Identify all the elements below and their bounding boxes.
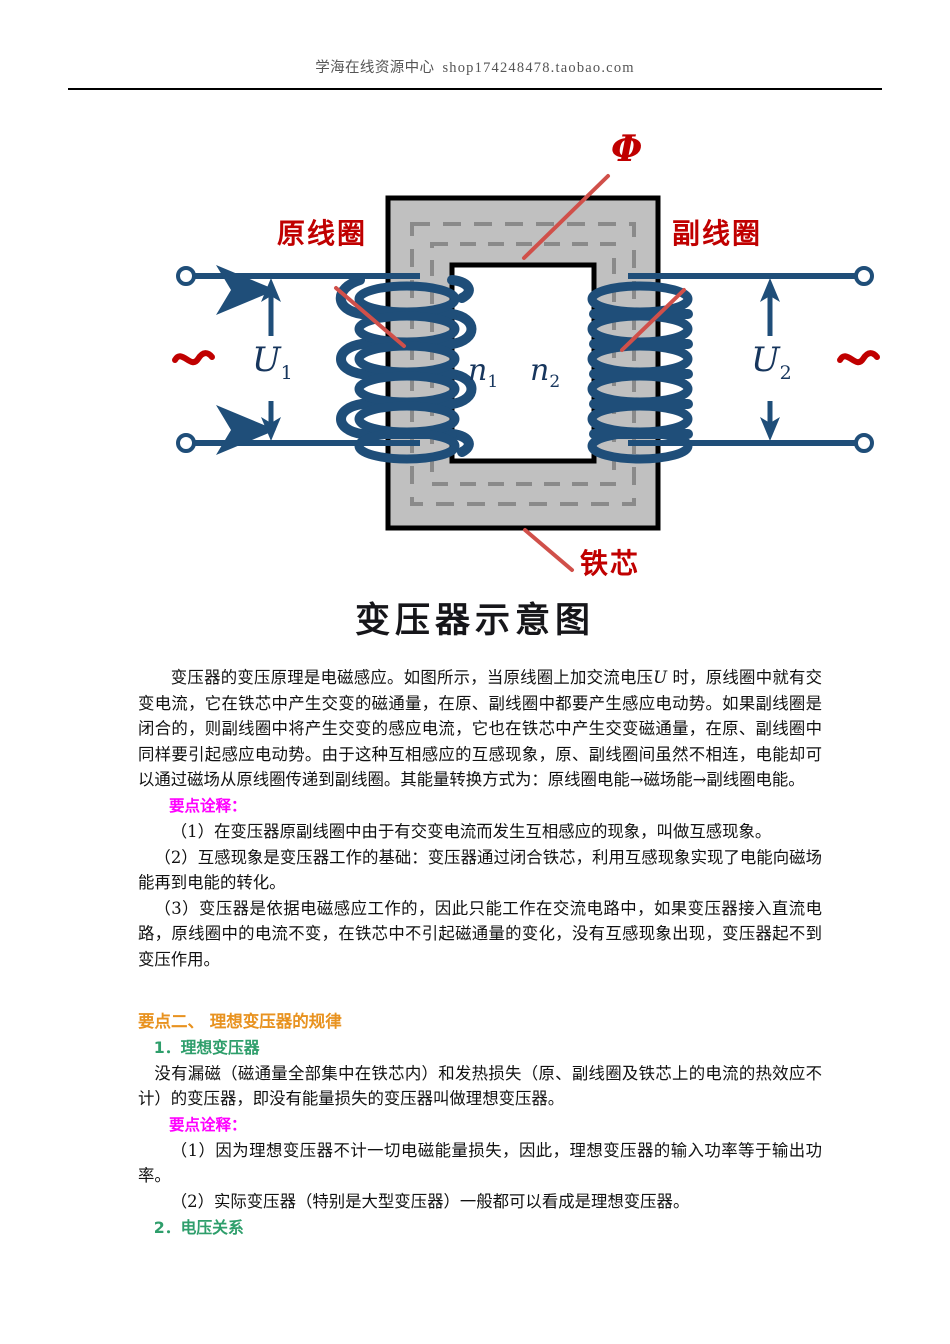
label-u1-subscript: 1 (280, 361, 293, 384)
list-item-2-1: （1）因为理想变压器不计一切电磁能量损失，因此，理想变压器的输入功率等于输出功率… (138, 1140, 822, 1186)
list-item-1-1: （1）在变压器原副线圈中由于有交变电流而发生互相感应的现象，叫做互感现象。 (170, 821, 772, 841)
terminal-primary-bottom (176, 433, 196, 453)
label-n2: n2 (530, 353, 560, 392)
label-u2-symbol: U (751, 340, 780, 380)
paragraph-principle-part2: 时，原线圈中就有交变电流，它在铁芯中产生交变的磁通量，在原、副线圈中都要产生感应… (138, 668, 822, 790)
list-item-2-2: （2）实际变压器（特别是大型变压器）一般都可以看成是理想变压器。 (170, 1191, 690, 1211)
leader-iron-core (523, 528, 574, 572)
terminal-secondary-bottom (854, 433, 874, 453)
header-divider (68, 88, 882, 90)
subsection-heading-2-1: 1．理想变压器 (153, 1037, 260, 1057)
keypoint-heading-1: 要点诠释： (169, 796, 247, 815)
label-n2-subscript: 2 (549, 372, 561, 392)
paragraph-principle: 变压器的变压原理是电磁感应。如图所示，当原线圈上加交流电压U 时，原线圈中就有交… (138, 665, 822, 793)
list-item-1-2: （2）互感现象是变压器工作的基础：变压器通过闭合铁芯，利用互感现象实现了电能向磁… (138, 847, 822, 893)
label-u2-subscript: 2 (779, 361, 792, 384)
label-u1-symbol: U (252, 340, 281, 380)
label-u1: U1 (252, 340, 293, 384)
u1-arrowheads (261, 278, 281, 441)
ac-symbol-right (837, 350, 880, 366)
terminal-primary-top (176, 266, 196, 286)
label-secondary-coil: 副线圈 (672, 217, 763, 250)
paragraph-principle-var: U (653, 668, 668, 687)
figure-caption: 变压器示意图 (354, 601, 595, 641)
terminal-secondary-top (854, 266, 874, 286)
subsection-heading-2-2: 2．电压关系 (153, 1217, 244, 1237)
article-body: 变压器的变压原理是电磁感应。如图所示，当原线圈上加交流电压U 时，原线圈中就有交… (138, 665, 822, 1241)
secondary-circuit (628, 273, 858, 446)
shop-url: shop174248478.taobao.com (442, 60, 635, 76)
label-iron-core: 铁芯 (580, 547, 641, 580)
label-n2-symbol: n (530, 353, 550, 388)
site-name: 学海在线资源中心 (315, 60, 435, 76)
label-n1-subscript: 1 (487, 372, 499, 392)
page-header: 学海在线资源中心 shop174248478.taobao.com (0, 56, 950, 77)
label-u2: U2 (751, 340, 792, 384)
transformer-diagram: Φ 原线圈 副线圈 铁芯 U1 U2 n1 n2 (0, 118, 950, 648)
leader-primary-coil (334, 286, 406, 348)
secondary-coil-front-arcs (589, 309, 693, 439)
label-n1: n1 (468, 353, 498, 392)
ac-symbol-left (172, 350, 215, 366)
label-primary-coil: 原线圈 (277, 217, 368, 250)
leader-flux (522, 174, 610, 260)
leader-lines (334, 174, 686, 572)
keypoint-heading-2: 要点诠释： (169, 1115, 247, 1134)
label-flux: Φ (611, 128, 643, 170)
primary-coil-back-loops (354, 281, 460, 464)
flux-path-dashed (410, 222, 636, 506)
paragraph-principle-part1: 变压器的变压原理是电磁感应。如图所示，当原线圈上加交流电压 (170, 668, 654, 687)
paragraph-ideal-transformer: 没有漏磁（磁通量全部集中在铁芯内）和发热损失（原、副线圈及铁芯上的电流的热效应不… (138, 1063, 822, 1109)
label-n1-symbol: n (468, 353, 488, 388)
list-item-1-3: （3）变压器是依据电磁感应工作的，因此只能工作在交流电路中，如果变压器接入直流电… (138, 898, 822, 969)
ac-symbols (172, 350, 880, 366)
section-spacer (138, 973, 822, 1009)
iron-core-shape (385, 195, 661, 531)
leader-secondary-coil (620, 288, 686, 352)
section-heading-2: 要点二、 理想变压器的规律 (138, 1011, 342, 1031)
